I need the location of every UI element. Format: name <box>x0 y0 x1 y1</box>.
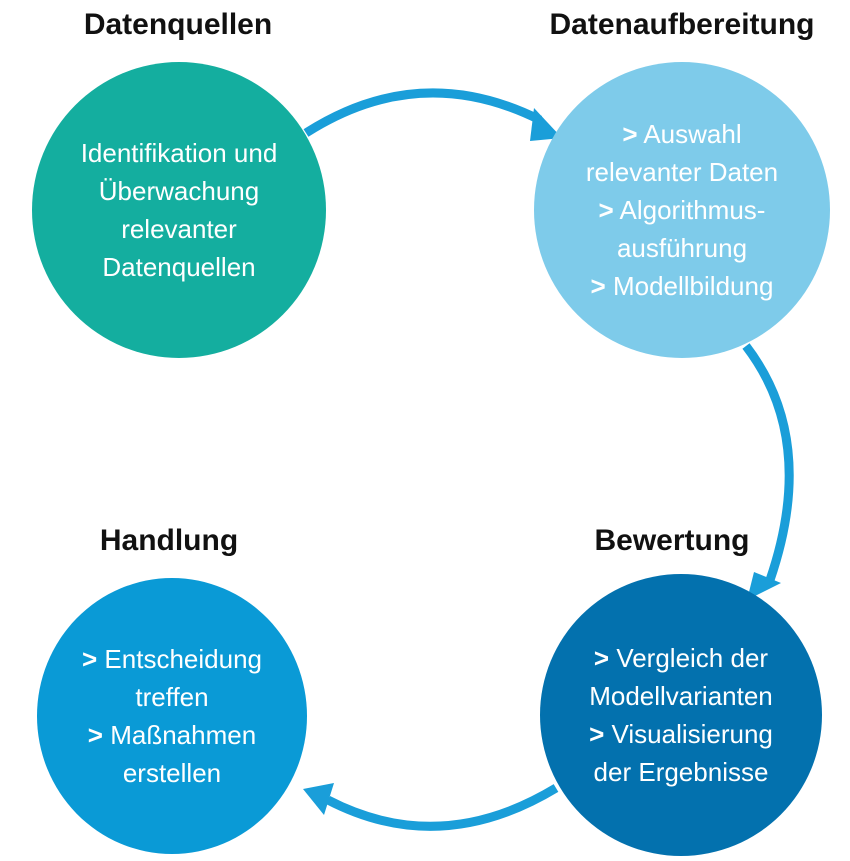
arrowhead-datenaufbereitung <box>530 108 562 141</box>
line: erstellen <box>82 754 262 792</box>
node-datenquellen: Identifikation und Überwachung relevante… <box>32 62 326 358</box>
node-datenaufbereitung-text: > Auswahl relevanter Daten > Algorithmus… <box>586 115 778 305</box>
line: > Auswahl <box>586 115 778 153</box>
line: ausführung <box>586 229 778 267</box>
line: treffen <box>82 678 262 716</box>
line: Modellvarianten <box>589 677 773 715</box>
bullet-marker: > <box>87 720 103 750</box>
line-text: ausführung <box>616 233 748 263</box>
line: der Ergebnisse <box>589 753 773 791</box>
line: relevanter <box>81 210 278 248</box>
bullet-marker: > <box>590 271 606 301</box>
node-bewertung: > Vergleich der Modellvarianten > Visual… <box>540 574 822 856</box>
line: > Maßnahmen <box>82 716 262 754</box>
node-datenaufbereitung: > Auswahl relevanter Daten > Algorithmus… <box>534 62 830 358</box>
line-text: der Ergebnisse <box>593 757 769 787</box>
line-text: treffen <box>135 682 209 712</box>
line-text: relevanter <box>121 214 237 244</box>
bullet-marker: > <box>598 195 614 225</box>
arrow-datenaufbereitung-to-bewertung <box>742 343 794 582</box>
line-text: Modellvarianten <box>589 681 773 711</box>
line: Datenquellen <box>81 248 278 286</box>
heading-datenaufbereitung: Datenaufbereitung <box>549 8 815 41</box>
line-text: Visualisierung <box>611 719 773 749</box>
bullet-marker: > <box>589 719 605 749</box>
arrowhead-handlung <box>303 783 334 815</box>
arrowhead-bewertung <box>747 572 781 600</box>
bullet-marker: > <box>82 644 98 674</box>
line-text: Vergleich der <box>616 643 769 673</box>
line-text: Algorithmus- <box>619 195 766 225</box>
heading-datenquellen: Datenquellen <box>83 8 273 41</box>
heading-handlung: Handlung <box>99 524 239 557</box>
line-text: Auswahl <box>643 119 742 149</box>
arrow-bewertung-to-handlung <box>325 784 559 831</box>
node-handlung-text: > Entscheidung treffen > Maßnahmen erste… <box>82 640 262 792</box>
line-text: Entscheidung <box>104 644 262 674</box>
line: relevanter Daten <box>586 153 778 191</box>
line: > Modellbildung <box>586 267 778 305</box>
line: Identifikation und <box>81 134 278 172</box>
bullet-marker: > <box>593 643 610 673</box>
line: > Vergleich der <box>589 639 773 677</box>
line-text: Modellbildung <box>612 271 774 301</box>
line: > Visualisierung <box>589 715 773 753</box>
line-text: Datenquellen <box>102 252 256 282</box>
heading-bewertung: Bewertung <box>594 524 750 557</box>
node-bewertung-text: > Vergleich der Modellvarianten > Visual… <box>589 639 773 791</box>
line: > Entscheidung <box>82 640 262 678</box>
line: Überwachung <box>81 172 278 210</box>
line: > Algorithmus- <box>586 191 778 229</box>
line-text: relevanter Daten <box>585 157 779 187</box>
line-text: erstellen <box>122 758 222 788</box>
arrow-datenquellen-to-datenaufbereitung <box>303 88 543 137</box>
line-text: Maßnahmen <box>110 720 257 750</box>
line-text: Identifikation und <box>80 138 278 168</box>
line-text: Überwachung <box>98 176 260 206</box>
node-datenquellen-text: Identifikation und Überwachung relevante… <box>81 134 278 286</box>
bullet-marker: > <box>622 119 638 149</box>
node-handlung: > Entscheidung treffen > Maßnahmen erste… <box>37 578 307 854</box>
